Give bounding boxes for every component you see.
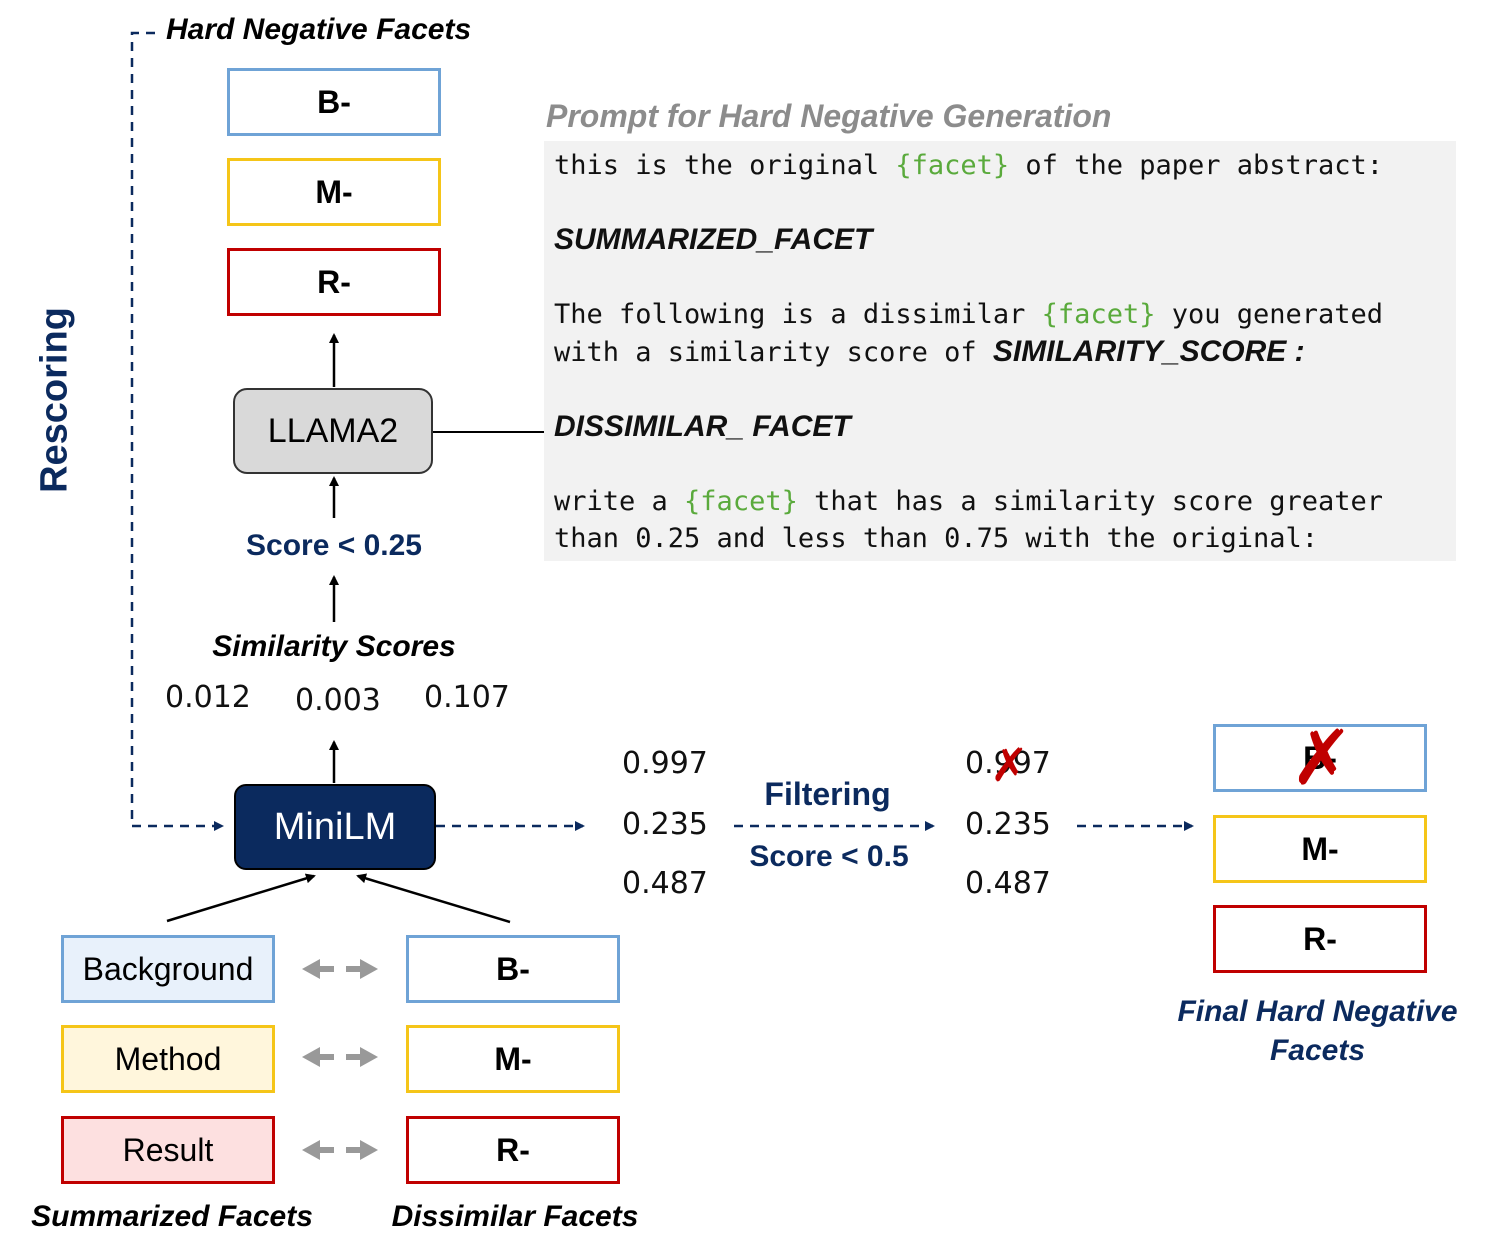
prompt-line3-start: with a similarity score of: [554, 337, 993, 368]
summarized-result-box: Result: [61, 1116, 275, 1184]
similarity-score-3: 0.107: [424, 680, 510, 715]
final-reject-x-icon: ✗: [1290, 713, 1354, 802]
similarity-title: Similarity Scores: [212, 630, 456, 663]
prompt-summarized-facet: SUMMARIZED_FACET: [554, 223, 873, 256]
prompt-facet-3: {facet}: [684, 486, 798, 517]
hard-negative-b-box: B-: [227, 68, 441, 136]
prompt-panel: this is the original {facet} of the pape…: [544, 141, 1456, 561]
prompt-line1-end: of the paper abstract:: [1009, 150, 1384, 181]
minilm-box: MiniLM: [234, 784, 436, 870]
prompt-title: Prompt for Hard Negative Generation: [546, 98, 1112, 134]
prompt-line5: than 0.25 and less than 0.75 with the or…: [554, 523, 1319, 554]
filtering-title: Filtering: [764, 776, 891, 812]
reject-x-icon: ✗: [990, 738, 1029, 792]
rescoring-loop-line: [130, 31, 224, 831]
prompt-line2-end: you generated: [1155, 299, 1384, 330]
score-before-2: 0.235: [622, 807, 708, 842]
summarized-method-box: Method: [61, 1025, 275, 1093]
final-title-line2: Facets: [1269, 1034, 1366, 1067]
llama-score-filter: Score < 0.25: [246, 529, 422, 562]
rescoring-label: Rescoring: [5, 280, 105, 520]
arrow-summarized-to-minilm: [166, 873, 316, 923]
final-title-line1: Final Hard Negative: [1177, 995, 1458, 1028]
summarized-facets-caption: Summarized Facets: [31, 1200, 313, 1233]
prompt-line2-start: The following is a dissimilar: [554, 299, 1042, 330]
llama2-box: LLAMA2: [233, 388, 433, 474]
score-after-2: 0.235: [965, 807, 1051, 842]
score-after-3: 0.487: [965, 866, 1051, 901]
prompt-line4-start: write a: [554, 486, 685, 517]
hard-negative-m-box: M-: [227, 158, 441, 226]
score-before-1: 0.997: [622, 746, 708, 781]
pair-arrow-background: [302, 959, 378, 979]
summarized-background-box: Background: [61, 935, 275, 1003]
similarity-score-2: 0.003: [295, 683, 381, 718]
hard-negative-title: Hard Negative Facets: [166, 13, 472, 46]
filtering-condition: Score < 0.5: [749, 840, 909, 873]
score-before-3: 0.487: [622, 866, 708, 901]
dissimilar-facets-caption: Dissimilar Facets: [391, 1200, 639, 1233]
dissimilar-m-box: M-: [406, 1025, 620, 1093]
prompt-similarity-score: SIMILARITY_SCORE :: [992, 335, 1305, 368]
pair-arrow-result: [302, 1140, 378, 1160]
score-after-1: 0.997: [965, 746, 1051, 781]
hard-negative-r-box: R-: [227, 248, 441, 316]
pair-arrow-method: [302, 1047, 378, 1067]
prompt-facet-1: {facet}: [895, 150, 1010, 181]
arrow-dissimilar-to-minilm: [356, 873, 511, 924]
prompt-line1-start: this is the original: [554, 150, 896, 181]
prompt-facet-2: {facet}: [1041, 299, 1156, 330]
dissimilar-b-box: B-: [406, 935, 620, 1003]
rescoring-text: Rescoring: [33, 307, 76, 493]
prompt-dissimilar-facet: DISSIMILAR_ FACET: [554, 410, 851, 443]
final-m-box: M-: [1213, 815, 1427, 883]
dissimilar-r-box: R-: [406, 1116, 620, 1184]
prompt-line4-end: that has a similarity score greater: [797, 486, 1384, 517]
final-r-box: R-: [1213, 905, 1427, 973]
final-b-box: B-: [1213, 724, 1427, 792]
similarity-score-1: 0.012: [165, 680, 251, 715]
